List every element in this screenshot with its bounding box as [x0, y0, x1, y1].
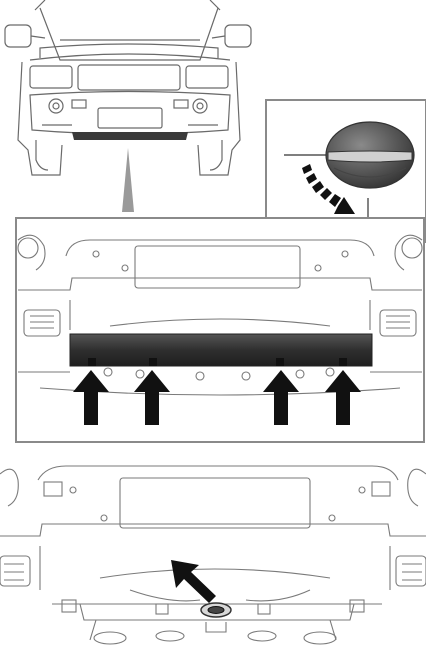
right-fog-lamp-icon	[192, 98, 208, 114]
up-arrow-icon	[134, 370, 170, 425]
towing-eye-socket-icon	[200, 602, 232, 618]
right-headlight-icon	[185, 65, 229, 89]
detail-pointer	[122, 148, 134, 212]
lower-cover-removal-detail	[15, 217, 425, 443]
up-arrow-icon	[263, 370, 299, 425]
left-fog-housing-icon	[23, 309, 61, 337]
left-lamp-housing-icon	[0, 555, 31, 587]
lower-cover-highlight	[72, 132, 188, 140]
right-mirror-icon	[224, 24, 252, 48]
bumper-lower-cover-icon	[69, 333, 373, 367]
up-arrow-icon	[325, 370, 361, 425]
left-mirror-icon	[4, 24, 32, 48]
left-fog-lamp-icon	[48, 98, 64, 114]
towing-eye-location	[0, 465, 426, 645]
right-lamp-housing-icon	[395, 555, 426, 587]
up-arrow-icon	[73, 370, 109, 425]
left-headlight-icon	[29, 65, 73, 89]
quarter-turn-fastener-icon	[325, 121, 415, 189]
right-fog-housing-icon	[379, 309, 417, 337]
rotate-arrow-icon	[302, 164, 355, 214]
up-arrows	[73, 370, 361, 425]
grille-icon	[77, 64, 181, 91]
cover-detail-frame	[15, 217, 425, 443]
down-arrow-icon	[171, 560, 216, 603]
